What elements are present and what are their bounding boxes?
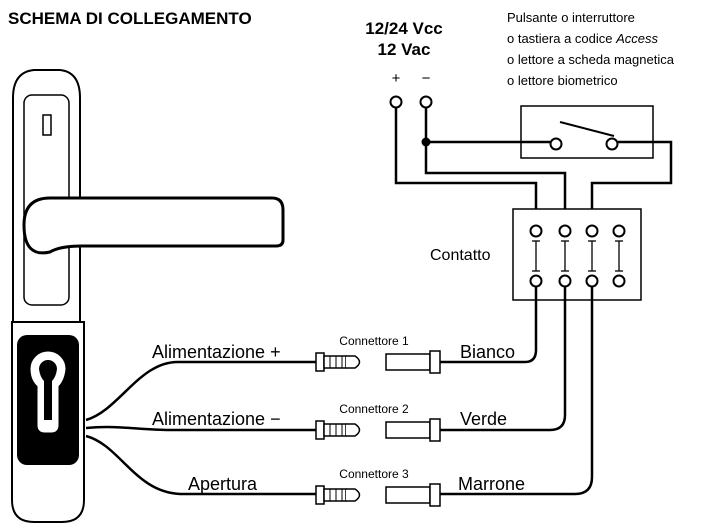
diagram-title: SCHEMA DI COLLEGAMENTO (8, 9, 252, 28)
switch-lever (559, 121, 615, 137)
contact-terminals (529, 224, 626, 288)
lock-cables (85, 360, 318, 496)
contact-terminal-bottom-3 (585, 274, 599, 288)
connector-2: Connettore 2 (315, 402, 441, 442)
switch-description: Pulsante o interruttore o tastiera a cod… (507, 10, 675, 88)
switch-desc-line2: o tastiera a codice Access (507, 31, 659, 46)
switch-box (520, 105, 654, 159)
connector-1: Connettore 1 (315, 334, 441, 374)
connector-3: Connettore 3 (315, 467, 441, 507)
connector-wiring (440, 287, 594, 496)
cylinder-keyhole-inner (39, 360, 57, 420)
power-terminal-minus (419, 95, 433, 109)
power-plus-sign: + (392, 70, 401, 87)
power-minus-sign: − (422, 70, 431, 87)
power-voltage-dc: 12/24 Vcc (365, 19, 443, 38)
contact-terminal-top-4 (612, 224, 626, 238)
wire-label-apertura: Apertura (188, 474, 258, 494)
cable-apertura (85, 434, 318, 496)
cable-alimentazione-plus (85, 360, 318, 422)
contact-terminal-top-2 (558, 224, 572, 238)
connector-1-label: Connettore 1 (339, 334, 409, 348)
contact-terminal-top-3 (585, 224, 599, 238)
switch-terminal-right (605, 137, 619, 151)
switch-desc-line3: o lettore a scheda magnetica (507, 52, 675, 67)
lock-device (11, 69, 285, 523)
contact-terminal-bottom-4 (612, 274, 626, 288)
wire-color-bianco: Bianco (460, 342, 515, 362)
switch-desc-line2-italic: Access (615, 31, 658, 46)
wire-label-alimentazione-minus: Alimentazione − (152, 409, 281, 429)
junction-dot (421, 137, 431, 147)
wire-bianco (440, 287, 538, 364)
switch-desc-line4: o lettore biometrico (507, 73, 618, 88)
cable-alimentazione-minus (85, 425, 318, 432)
power-voltage-ac: 12 Vac (378, 40, 431, 59)
contact-terminal-bottom-1 (529, 274, 543, 288)
power-terminal-plus (389, 95, 403, 109)
wire-minus-to-contact (424, 142, 567, 225)
lock-handle (22, 196, 285, 255)
switch-terminal-left (549, 137, 563, 151)
wire-verde (440, 287, 567, 432)
wire-color-marrone: Marrone (458, 474, 525, 494)
wire-label-alimentazione-plus: Alimentazione + (152, 342, 281, 362)
lock-indicator-slot (42, 114, 52, 136)
connector-2-label: Connettore 2 (339, 402, 409, 416)
contact-terminal-top-1 (529, 224, 543, 238)
contact-terminal-bottom-2 (558, 274, 572, 288)
switch-desc-line2-prefix: o tastiera a codice (507, 31, 616, 46)
wire-plus-to-contact (394, 108, 538, 225)
contact-bridges (532, 240, 623, 272)
switch-desc-line1: Pulsante o interruttore (507, 10, 635, 25)
contact-label: Contatto (430, 247, 491, 264)
connector-3-label: Connettore 3 (339, 467, 409, 481)
wire-switch-to-contact (590, 140, 673, 225)
wire-marrone (440, 287, 594, 496)
wire-color-verde: Verde (460, 409, 507, 429)
